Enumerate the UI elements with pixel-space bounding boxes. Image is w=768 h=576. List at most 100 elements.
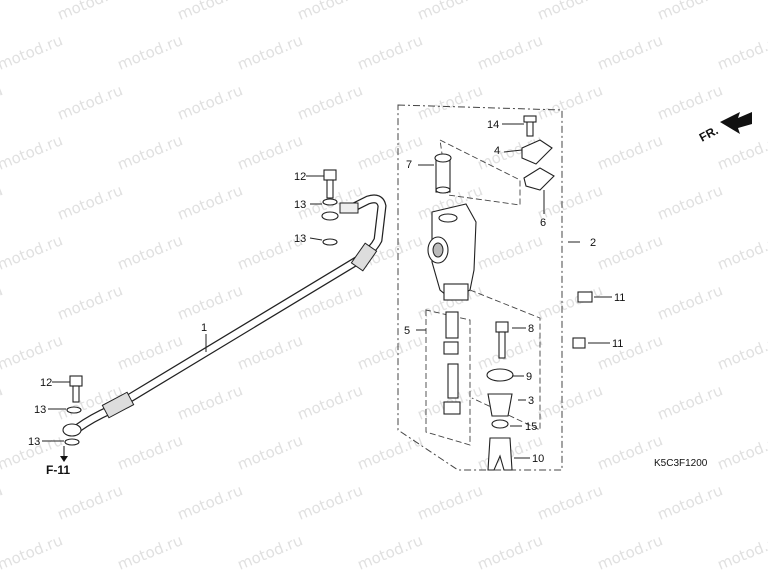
mounting-bolts <box>572 291 593 349</box>
watermark-text: motod.ru <box>235 131 306 173</box>
callout-13-lower-b: 13 <box>28 436 40 448</box>
watermark-text: motod.ru <box>415 81 486 123</box>
watermark-text: motod.ru <box>55 281 126 323</box>
watermark-text: motod.ru <box>475 31 546 73</box>
catalog-code: K5C3F1200 <box>654 458 708 469</box>
watermark-text: motod.ru <box>295 481 366 523</box>
watermark-text: motod.ru <box>115 431 186 473</box>
callout-11-upper: 11 <box>614 292 625 304</box>
watermark-text: motod.ru <box>415 481 486 523</box>
watermark-text: motod.ru <box>235 331 306 373</box>
watermark-text: motod.ru <box>175 0 246 24</box>
watermark-text: motod.ru <box>655 281 726 323</box>
watermark-text: motod.ru <box>0 331 65 373</box>
push-rod-parts <box>486 321 514 471</box>
watermark-text: motod.ru <box>0 31 65 73</box>
watermark-text: motod.ru <box>0 181 5 223</box>
callout-12-upper: 12 <box>294 171 306 183</box>
watermark-text: motod.ru <box>475 231 546 273</box>
watermark-text: motod.ru <box>175 381 246 423</box>
watermark-text: motod.ru <box>715 231 768 273</box>
watermark-text: motod.ru <box>295 81 366 123</box>
reservoir-cap-parts <box>521 115 555 191</box>
watermark-text: motod.ru <box>475 531 546 573</box>
watermark-text: motod.ru <box>55 81 126 123</box>
callout-3: 3 <box>528 395 534 407</box>
watermark-text: motod.ru <box>535 381 606 423</box>
hose-joint <box>434 153 452 194</box>
watermark-text: motod.ru <box>475 331 546 373</box>
watermark-text: motod.ru <box>115 31 186 73</box>
watermark-text: motod.ru <box>595 531 666 573</box>
watermark-text: motod.ru <box>535 481 606 523</box>
watermark-text: motod.ru <box>355 331 426 373</box>
watermark-text: motod.ru <box>715 331 768 373</box>
callout-9: 9 <box>526 371 532 383</box>
watermark-text: motod.ru <box>715 531 768 573</box>
callout-6: 6 <box>540 217 546 229</box>
callout-13-lower-a: 13 <box>34 404 46 416</box>
watermark-text: motod.ru <box>55 0 126 24</box>
watermark-text: motod.ru <box>0 131 65 173</box>
watermark-text: motod.ru <box>595 231 666 273</box>
callout-7: 7 <box>406 159 412 171</box>
master-cylinder-body <box>427 203 477 301</box>
leader-lines <box>42 123 612 459</box>
lower-banjo-bolt <box>62 375 83 446</box>
watermark-text: motod.ru <box>295 381 366 423</box>
watermark-text: motod.ru <box>55 481 126 523</box>
callout-5: 5 <box>404 325 410 337</box>
callout-13-upper-a: 13 <box>294 199 306 211</box>
watermark-text: motod.ru <box>655 481 726 523</box>
piston-set <box>443 311 461 415</box>
watermark-text: motod.ru <box>0 81 5 123</box>
callout-2: 2 <box>590 237 596 249</box>
watermark-text: motod.ru <box>355 431 426 473</box>
watermark-text: motod.ru <box>0 531 65 573</box>
callout-4: 4 <box>494 145 500 157</box>
watermark-text: motod.ru <box>535 0 606 24</box>
watermark-text: motod.ru <box>0 281 5 323</box>
watermark-text: motod.ru <box>0 231 65 273</box>
callout-10: 10 <box>532 453 544 465</box>
watermark-text: motod.ru <box>115 231 186 273</box>
watermark-text: motod.ru <box>115 131 186 173</box>
callout-15: 15 <box>525 421 537 433</box>
brake-hose <box>75 194 387 432</box>
callout-labels: 1 2 3 4 5 6 7 8 9 10 11 11 12 12 13 13 1… <box>28 119 625 465</box>
watermark-text: motod.ru <box>0 481 5 523</box>
watermark-text: motod.ru <box>0 0 5 24</box>
watermark-text: motod.ru <box>655 181 726 223</box>
upper-banjo-bolt <box>321 169 339 246</box>
watermark-text: motod.ru <box>175 281 246 323</box>
watermark-text: motod.ru <box>355 131 426 173</box>
watermark-text: motod.ru <box>355 31 426 73</box>
front-direction-arrow: FR. <box>697 112 752 145</box>
watermark-text: motod.ru <box>715 31 768 73</box>
watermark-text: motod.ru <box>415 0 486 24</box>
watermark-text: motod.ru <box>175 481 246 523</box>
watermark-text: motod.ru <box>355 531 426 573</box>
watermark-text: motod.ru <box>715 431 768 473</box>
pushrod-kit-boundary <box>469 289 541 431</box>
front-direction-label: FR. <box>697 123 721 144</box>
cap-kit-boundary <box>439 139 521 206</box>
watermark-text: motod.ru <box>535 81 606 123</box>
callout-14: 14 <box>487 119 499 131</box>
watermark-text: motod.ru <box>175 181 246 223</box>
watermark-text: motod.ru <box>0 381 5 423</box>
callout-1: 1 <box>201 322 207 334</box>
reference-label: F-11 <box>46 463 70 477</box>
watermark-text: motod.ru <box>595 31 666 73</box>
watermark-text: motod.ru <box>235 531 306 573</box>
watermark-text: motod.ru <box>535 281 606 323</box>
watermark-text: motod.ru <box>235 431 306 473</box>
watermark-text: motod.ru <box>595 131 666 173</box>
callout-8: 8 <box>528 323 534 335</box>
watermark-text: motod.ru <box>235 31 306 73</box>
watermark-text: motod.ru <box>115 531 186 573</box>
reference-f-11: F-11 <box>46 446 70 477</box>
watermark-text: motod.ru <box>295 0 366 24</box>
